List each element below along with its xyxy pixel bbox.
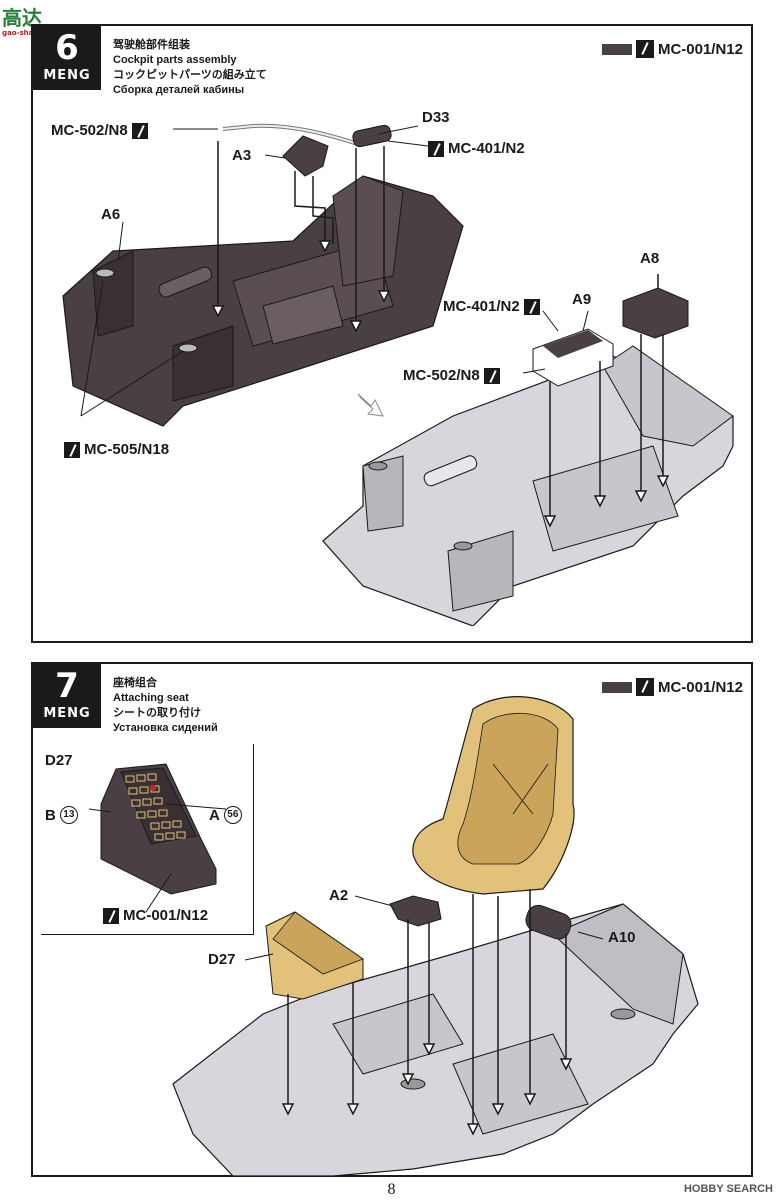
label-mc502-mid: MC-502/N8 [403, 367, 500, 384]
label-a9: A9 [572, 291, 591, 308]
label-text: A10 [608, 929, 636, 946]
paint-brush-icon [428, 140, 444, 157]
label-text: D27 [208, 951, 236, 968]
page-number: 8 [387, 1181, 396, 1198]
brand-logo: MENG [43, 68, 91, 83]
label-mc401-top: MC-401/N2 [428, 140, 525, 157]
a-number: 56 [223, 806, 242, 824]
color-swatch [601, 681, 632, 693]
switch-panel-buttons [125, 773, 186, 841]
step-7-diagram [172, 696, 699, 1176]
title-jp: コックピットパーツの組み立て [113, 69, 267, 81]
label-text: A8 [640, 250, 660, 267]
d33-part [352, 124, 392, 148]
step-7-titles: 座椅组合 Attaching seat シートの取り付け Установка с… [113, 676, 218, 736]
paint-brush-icon [635, 678, 654, 696]
label-a8: A8 [640, 250, 659, 267]
label-text: A3 [232, 147, 252, 164]
step-7-panel: 7 MENG 座椅组合 Attaching seat シートの取り付け Уста… [31, 662, 753, 1177]
assembly-arrows [211, 141, 391, 333]
label-d33: D33 [422, 109, 450, 126]
title-ru: Сборка деталей кабины [113, 84, 245, 96]
label-text: MC-502/N8 [51, 122, 128, 139]
paint-brush-icon [131, 122, 148, 139]
b-number: 13 [59, 806, 78, 824]
label-text: MC-401/N2 [443, 298, 520, 315]
label-a2: A2 [329, 887, 348, 904]
a10-part [525, 904, 572, 940]
leader-lines-light [522, 310, 589, 374]
label-text: MC-502/N8 [403, 367, 480, 384]
red-button [150, 785, 156, 791]
label-text: D27 [45, 752, 73, 769]
label-text: A9 [572, 291, 592, 308]
label-a6: A6 [101, 206, 120, 223]
a2-part [389, 895, 442, 927]
paint-brush-icon [103, 907, 119, 924]
label-mc401-mid: MC-401/N2 [443, 298, 540, 315]
step-number: 6 [55, 28, 79, 68]
step-6-diagram [62, 123, 734, 626]
light-cockpit-tub [322, 345, 734, 626]
title-cn: 座椅组合 [113, 677, 157, 689]
dark-cockpit-tub [62, 175, 464, 427]
step-number: 7 [55, 666, 79, 706]
step-6-titles: 驾驶舱部件组装 Cockpit parts assembly コックピットパーツ… [113, 38, 267, 98]
paint-brush-icon [635, 40, 654, 58]
a8-part [622, 287, 689, 339]
label-mc502-top: MC-502/N8 [51, 122, 148, 139]
racing-seat [412, 696, 575, 895]
hint-arrow [357, 393, 384, 417]
leader-lines [80, 125, 429, 417]
label-text: MC-505/N18 [84, 441, 170, 458]
step-6-badge: 6 MENG [33, 26, 101, 90]
watermark: HOBBY SEARCH [683, 1183, 773, 1195]
label-text: MC-001/N12 [123, 907, 209, 924]
paint-reference: MC-001/N12 [601, 40, 743, 58]
paint-brush-icon [64, 441, 80, 458]
leader-lines [244, 895, 604, 961]
label-text: A2 [329, 887, 349, 904]
color-swatch [601, 43, 632, 55]
step-7-badge: 7 MENG [33, 664, 101, 728]
title-jp: シートの取り付け [113, 707, 201, 719]
d27-detail-drawing [88, 763, 227, 913]
paint-brush-icon [483, 367, 500, 384]
paint-brush-icon [523, 298, 540, 315]
title-en: Cockpit parts assembly [113, 54, 237, 66]
label-text: A [209, 806, 220, 824]
title-en: Attaching seat [113, 692, 189, 704]
paint-code: MC-001/N12 [657, 40, 743, 58]
label-a10: A10 [608, 929, 636, 946]
title-ru: Установка сидений [113, 722, 218, 734]
site-logo-sub: gao-shan.com [2, 29, 58, 37]
inset-title: D27 [45, 752, 73, 769]
inset-paint-label: MC-001/N12 [103, 907, 208, 924]
assembly-arrows [281, 889, 573, 1136]
label-mc505: MC-505/N18 [64, 441, 169, 458]
brand-logo: MENG [43, 706, 91, 721]
step-6-panel: 6 MENG 驾驶舱部件组装 Cockpit parts assembly コッ… [31, 24, 753, 643]
label-a3: A3 [232, 147, 251, 164]
a3-part [282, 135, 329, 177]
d27-part [265, 911, 364, 1000]
label-text: MC-401/N2 [448, 140, 525, 157]
paint-reference: MC-001/N12 [601, 678, 743, 696]
label-text: D33 [422, 109, 450, 126]
label-text: A6 [101, 206, 121, 223]
label-text: B [45, 806, 56, 824]
title-cn: 驾驶舱部件组装 [113, 39, 190, 51]
assembly-arrows-light [543, 274, 670, 528]
paint-code: MC-001/N12 [657, 678, 743, 696]
label-d27: D27 [208, 951, 236, 968]
